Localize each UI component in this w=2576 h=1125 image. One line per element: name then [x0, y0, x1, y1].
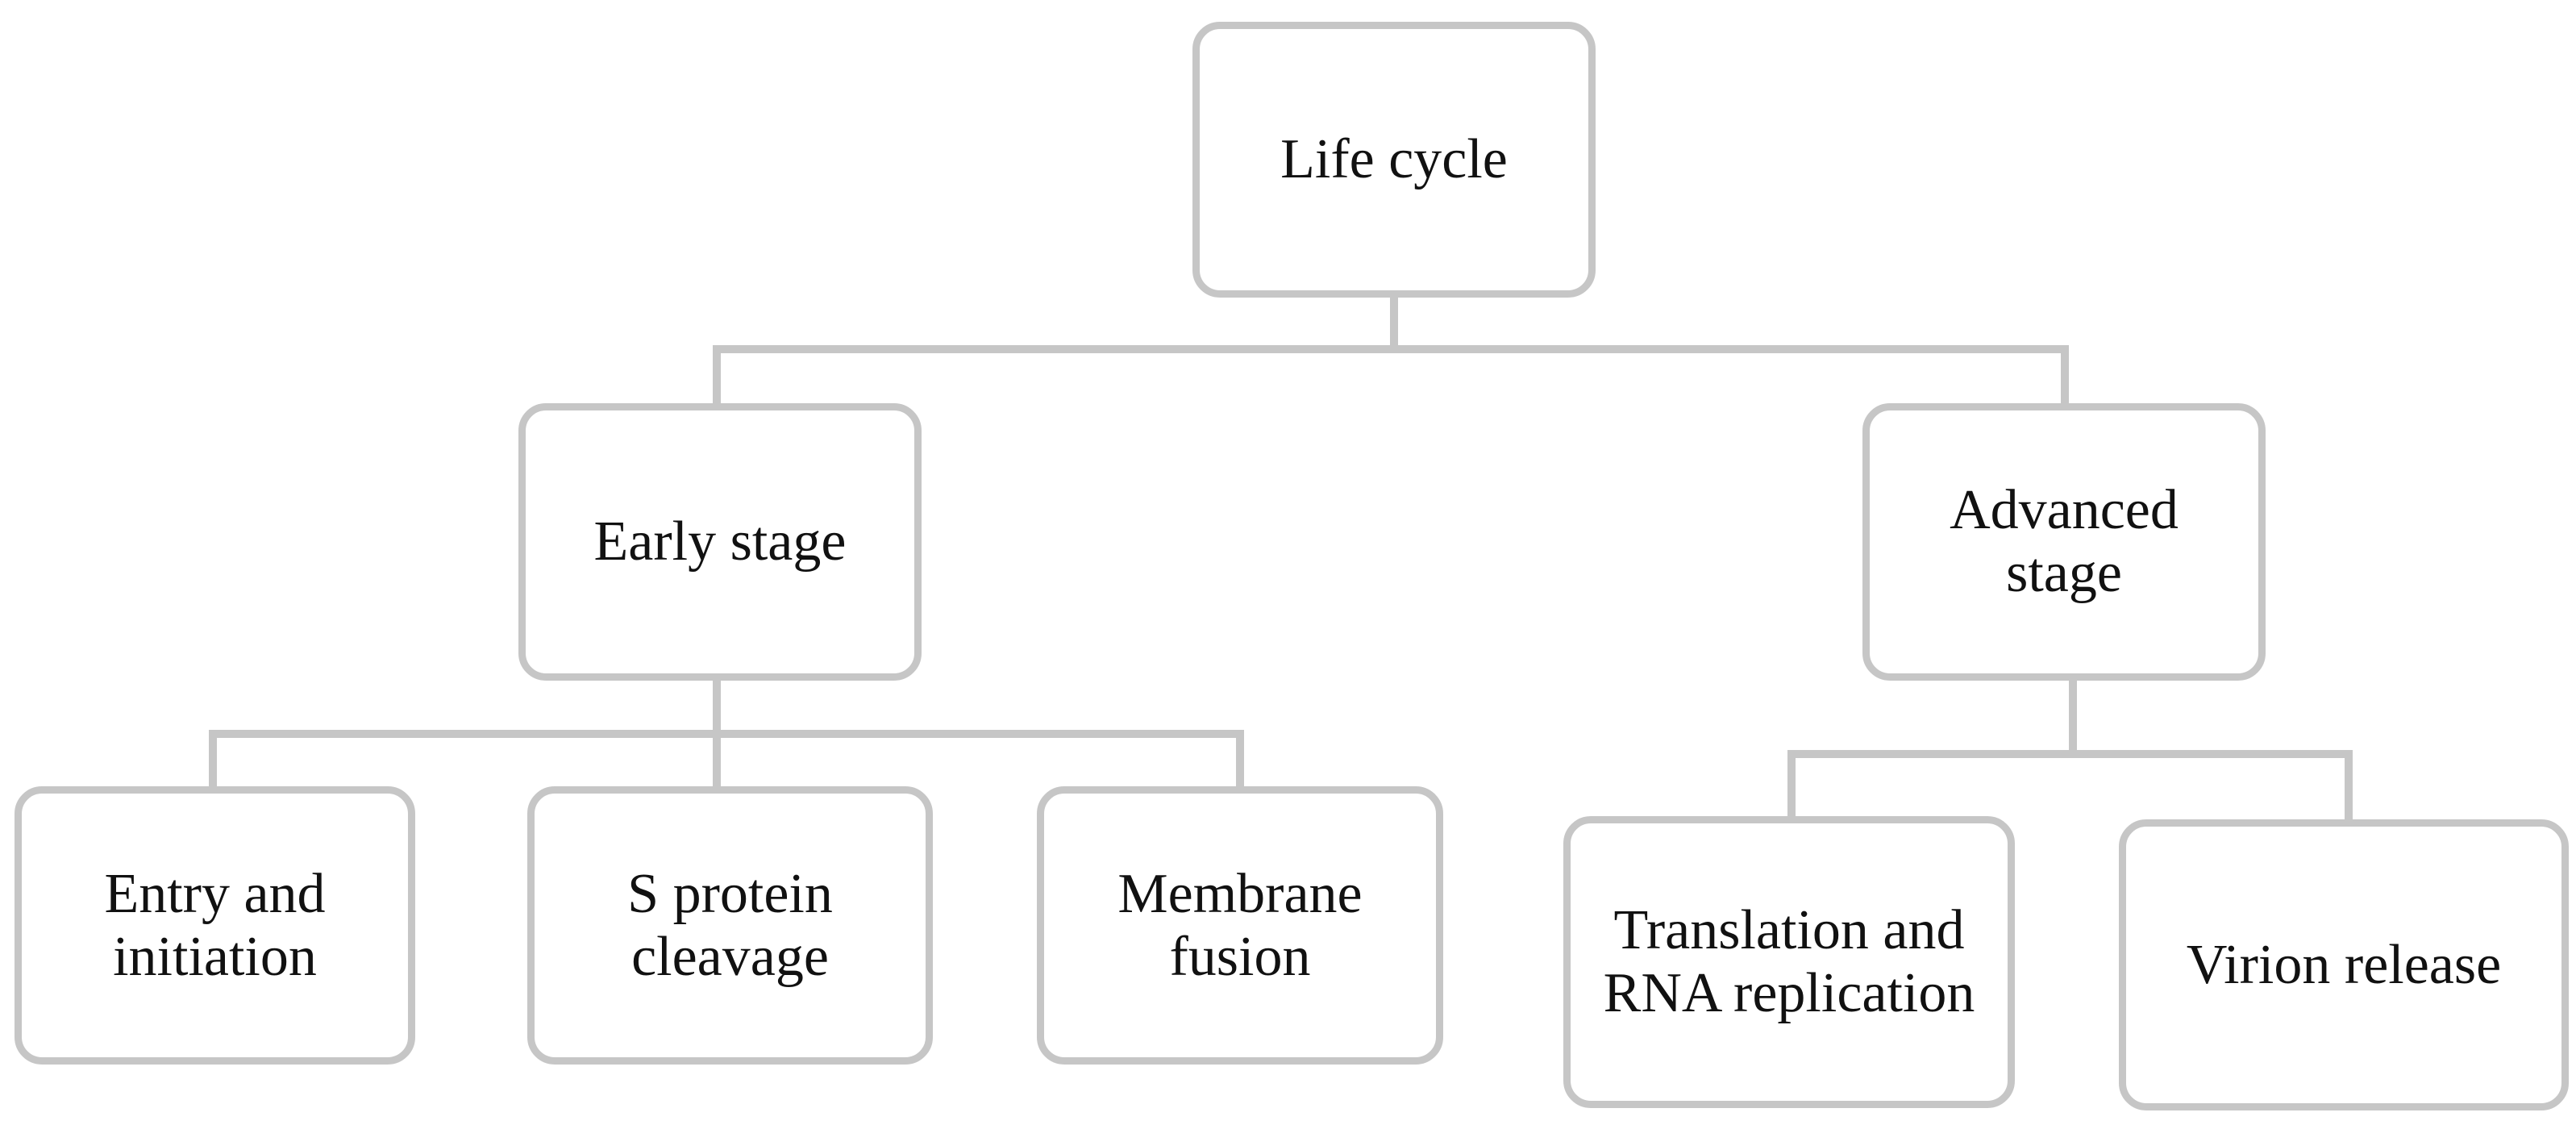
- node-membrane-fusion: Membrane fusion: [1037, 786, 1443, 1065]
- node-life-cycle-label: Life cycle: [1280, 128, 1508, 190]
- node-membrane-fusion-label: Membrane fusion: [1117, 862, 1363, 988]
- node-early-stage-label: Early stage: [593, 510, 847, 573]
- node-translation-rna-replication-label: Translation and RNA replication: [1603, 899, 1975, 1024]
- connector-life-cycle-to-stages: [713, 345, 2069, 403]
- node-virion-release: Virion release: [2119, 819, 2569, 1110]
- node-advanced-stage-label: Advanced stage: [1950, 479, 2179, 604]
- connector-early-stage-to-children: [209, 730, 1244, 786]
- node-s-protein-cleavage: S protein cleavage: [527, 786, 933, 1065]
- node-virion-release-label: Virion release: [2186, 933, 2502, 996]
- node-entry-initiation-label: Entry and initiation: [104, 862, 326, 988]
- connector-advanced-stage-to-children: [1787, 750, 2353, 819]
- node-entry-initiation: Entry and initiation: [15, 786, 415, 1065]
- node-early-stage: Early stage: [518, 403, 922, 681]
- node-life-cycle: Life cycle: [1192, 22, 1596, 298]
- node-advanced-stage: Advanced stage: [1862, 403, 2266, 681]
- node-s-protein-cleavage-label: S protein cleavage: [627, 862, 833, 988]
- node-translation-rna-replication: Translation and RNA replication: [1563, 816, 2015, 1108]
